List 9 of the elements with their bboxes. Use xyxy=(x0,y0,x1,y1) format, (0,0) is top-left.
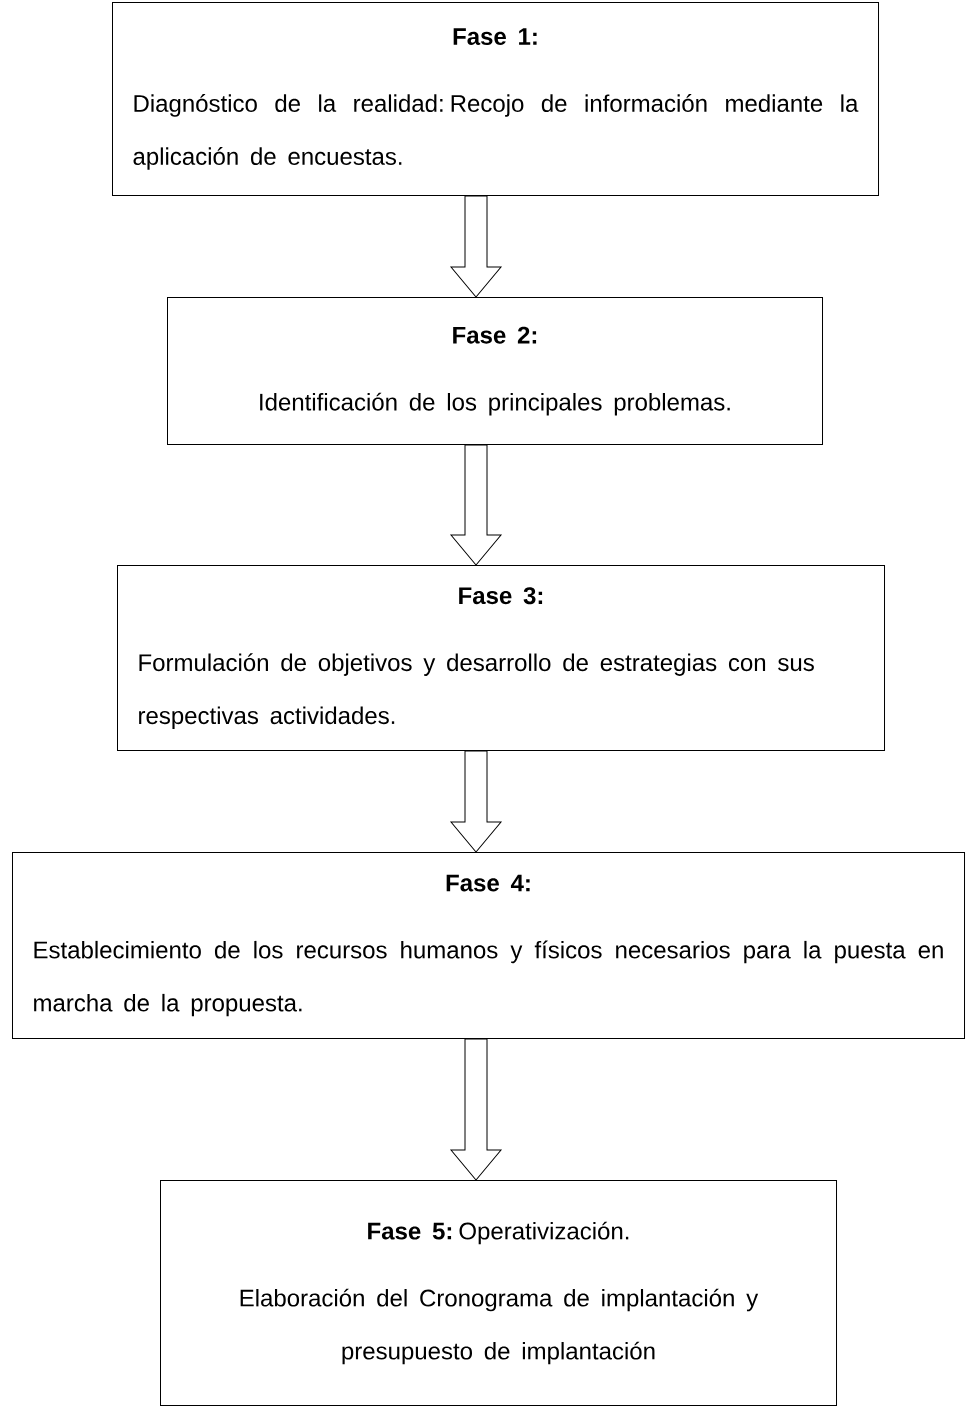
process-box: Fase 4: Establecimiento de los recursos humanos y físicos necesarios para la puesta en marcha de la propuesta. xyxy=(12,852,965,1039)
process-box: Fase 1: Diagnóstico de la realidad: Recojo de información mediante la aplicación de encuestas. xyxy=(112,2,879,196)
process-box: Fase 5: Operativización. Elaboración del Cronograma de implantación y presupuesto de implantación xyxy=(160,1180,837,1406)
block-arrow xyxy=(450,195,502,298)
block-arrow xyxy=(450,750,502,853)
block-arrow xyxy=(450,1038,502,1181)
process-box: Fase 2: Identificación de los principales problemas. xyxy=(167,297,823,445)
block-arrow xyxy=(450,444,502,566)
process-box: Fase 3: Formulación de objetivos y desarrollo de estrategias con sus respectivas actividades. xyxy=(117,565,885,751)
